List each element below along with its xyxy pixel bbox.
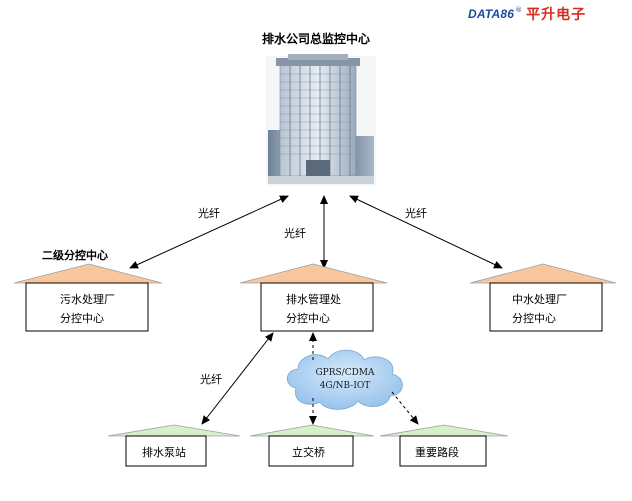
station-box — [399, 435, 487, 467]
center-line2: 分控中心 — [286, 312, 330, 325]
link-label-top-right: 光纤 — [405, 207, 427, 220]
section-label-secondary-centers: 二级分控中心 — [42, 249, 108, 262]
center-roof — [13, 263, 163, 284]
station-roof — [107, 424, 241, 437]
headquarters-title: 排水公司总监控中心 — [261, 32, 370, 46]
center-box — [260, 282, 374, 332]
station-roof — [379, 424, 509, 437]
brand-latin: DATA86 — [468, 7, 515, 21]
center-line1: 中水处理厂 — [512, 293, 567, 306]
station-pump-label: 排水泵站 — [142, 446, 186, 459]
center-drainage-office — [239, 263, 388, 332]
brand-chinese: 平升电子 — [526, 7, 587, 23]
center-sewage-plant — [13, 263, 163, 332]
station-key-road — [379, 424, 509, 467]
center-roof — [239, 263, 388, 284]
station-key-road-label: 重要路段 — [415, 446, 459, 459]
station-overpass — [249, 424, 375, 467]
cloud-line1: GPRS/CDMA — [315, 368, 375, 378]
link-label-top-center: 光纤 — [284, 227, 306, 240]
center-box — [489, 282, 603, 332]
link-cloud-to-key-road — [391, 391, 419, 425]
center-box — [25, 282, 149, 332]
link-label-bottom-left: 光纤 — [200, 373, 222, 386]
center-reclaimed-plant — [469, 263, 617, 332]
center-line2: 分控中心 — [512, 312, 556, 325]
cloud-line2: 4G/NB-IOT — [319, 381, 371, 391]
station-roof — [249, 424, 375, 437]
headquarters-building-image — [266, 54, 376, 186]
center-line1: 排水管理处 — [286, 293, 341, 306]
center-line1: 污水处理厂 — [60, 293, 115, 306]
brand-registered-mark: ® — [515, 6, 523, 14]
station-pump — [107, 424, 241, 467]
link-hq-to-reclaimed-plant — [349, 195, 503, 269]
link-hq-to-sewage-plant — [129, 195, 289, 269]
link-drainage-to-pump-station — [201, 332, 274, 425]
station-box — [125, 435, 207, 467]
center-reclaimed-plant-text: 中水处理厂 分控中心 — [512, 291, 567, 326]
center-line2: 分控中心 — [60, 312, 104, 325]
station-overpass-label: 立交桥 — [292, 446, 325, 459]
station-box — [268, 435, 354, 467]
brand-logo: DATA86 ® 平升电子 — [468, 6, 587, 23]
link-label-top-left: 光纤 — [198, 207, 220, 220]
wireless-cloud — [286, 349, 403, 410]
center-roof — [469, 263, 617, 284]
center-drainage-office-text: 排水管理处 分控中心 — [286, 291, 341, 326]
center-sewage-plant-text: 污水处理厂 分控中心 — [60, 291, 115, 326]
